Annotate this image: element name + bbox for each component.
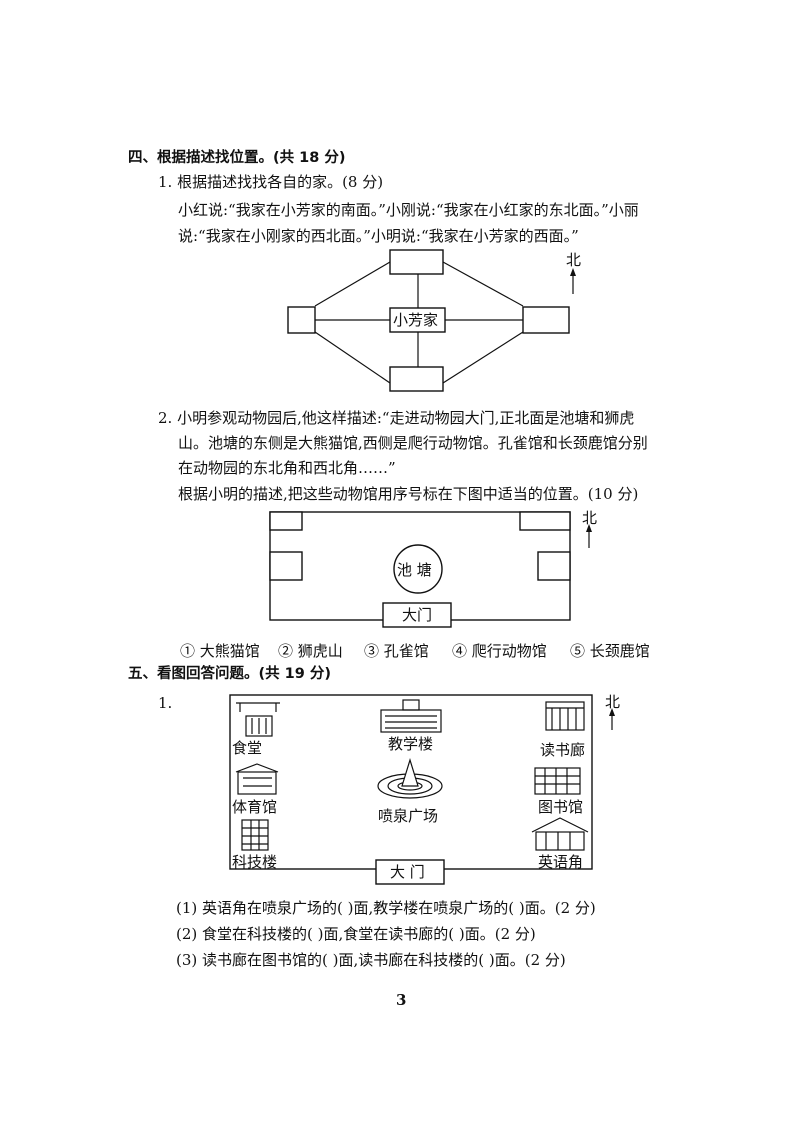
north-label-3: 北 [605,693,621,711]
page-number: 3 [396,991,407,1009]
zoo-box-e [537,551,571,581]
section5-heading: 五、看图回答问题。(共 19 分) [128,666,332,682]
library-label: 图书馆 [538,798,584,816]
gym-icon [235,763,279,795]
gym-label: 体育馆 [232,798,278,816]
section4-heading: 四、根据描述找位置。(共 18 分) [128,150,346,166]
english-corner-label: 英语角 [538,853,584,871]
canteen-label: 食堂 [232,739,263,757]
fountain-square-label: 喷泉广场 [378,807,439,825]
english-corner-icon [531,817,589,851]
pond-label: 池 塘 [397,561,432,579]
section5-q1-number: 1. [158,694,173,712]
north-label-2: 北 [582,509,598,527]
q1-title: 1. 根据描述找找各自的家。(8 分) [158,173,384,191]
fountain-icon [377,757,443,799]
teaching-building-icon [380,699,442,733]
option-4: ④ 爬行动物馆 [452,642,547,660]
q2-text-line1: 2. 小明参观动物园后,他这样描述:“走进动物园大门,正北面是池塘和狮虎 [158,409,635,427]
zoo-gate-box [382,602,452,628]
zoo-box-ne [519,511,571,531]
home-box-north [389,249,444,275]
q2-text-line4: 根据小明的描述,把这些动物馆用序号标在下图中适当的位置。(10 分) [178,485,639,503]
reading-corridor-label: 读书廊 [540,741,586,759]
pond-circle [393,544,443,594]
xiaofang-home-label: 小芳家 [393,311,439,329]
zoo-box-nw [269,511,303,531]
zoo-gate-label: 大门 [402,606,433,624]
q1-text-line2: 说:“我家在小刚家的西北面。”小明说:“我家在小芳家的西面。” [178,227,579,245]
science-building-label: 科技楼 [232,853,278,871]
option-5: ⑤ 长颈鹿馆 [570,642,650,660]
reading-corridor-icon [545,701,585,731]
library-icon [534,767,581,795]
question-1: (1) 英语角在喷泉广场的( )面,教学楼在喷泉广场的( )面。(2 分) [176,899,596,917]
q2-text-line2: 山。池塘的东侧是大熊猫馆,西侧是爬行动物馆。孔雀馆和长颈鹿馆分别 [178,434,648,452]
home-box-south [389,366,444,392]
home-box-west [287,306,316,334]
q1-text-line1: 小红说:“我家在小芳家的南面。”小刚说:“我家在小红家的东北面。”小丽 [178,201,639,219]
canteen-icon [236,702,280,737]
option-2: ② 狮虎山 [278,642,343,660]
teaching-building-label: 教学楼 [388,735,434,753]
north-label-1: 北 [566,251,582,269]
school-gate-box [375,859,445,885]
question-3: (3) 读书廊在图书馆的( )面,读书廊在科技楼的( )面。(2 分) [176,951,566,969]
option-1: ① 大熊猫馆 [180,642,260,660]
zoo-box-w [269,551,303,581]
school-gate-label: 大 门 [390,863,425,881]
option-3: ③ 孔雀馆 [364,642,429,660]
home-box-east [522,306,570,334]
xiaofang-home-box [389,307,446,333]
q2-text-line3: 在动物园的东北角和西北角……” [178,459,396,477]
question-2: (2) 食堂在科技楼的( )面,食堂在读书廊的( )面。(2 分) [176,925,536,943]
science-building-icon [241,819,269,851]
